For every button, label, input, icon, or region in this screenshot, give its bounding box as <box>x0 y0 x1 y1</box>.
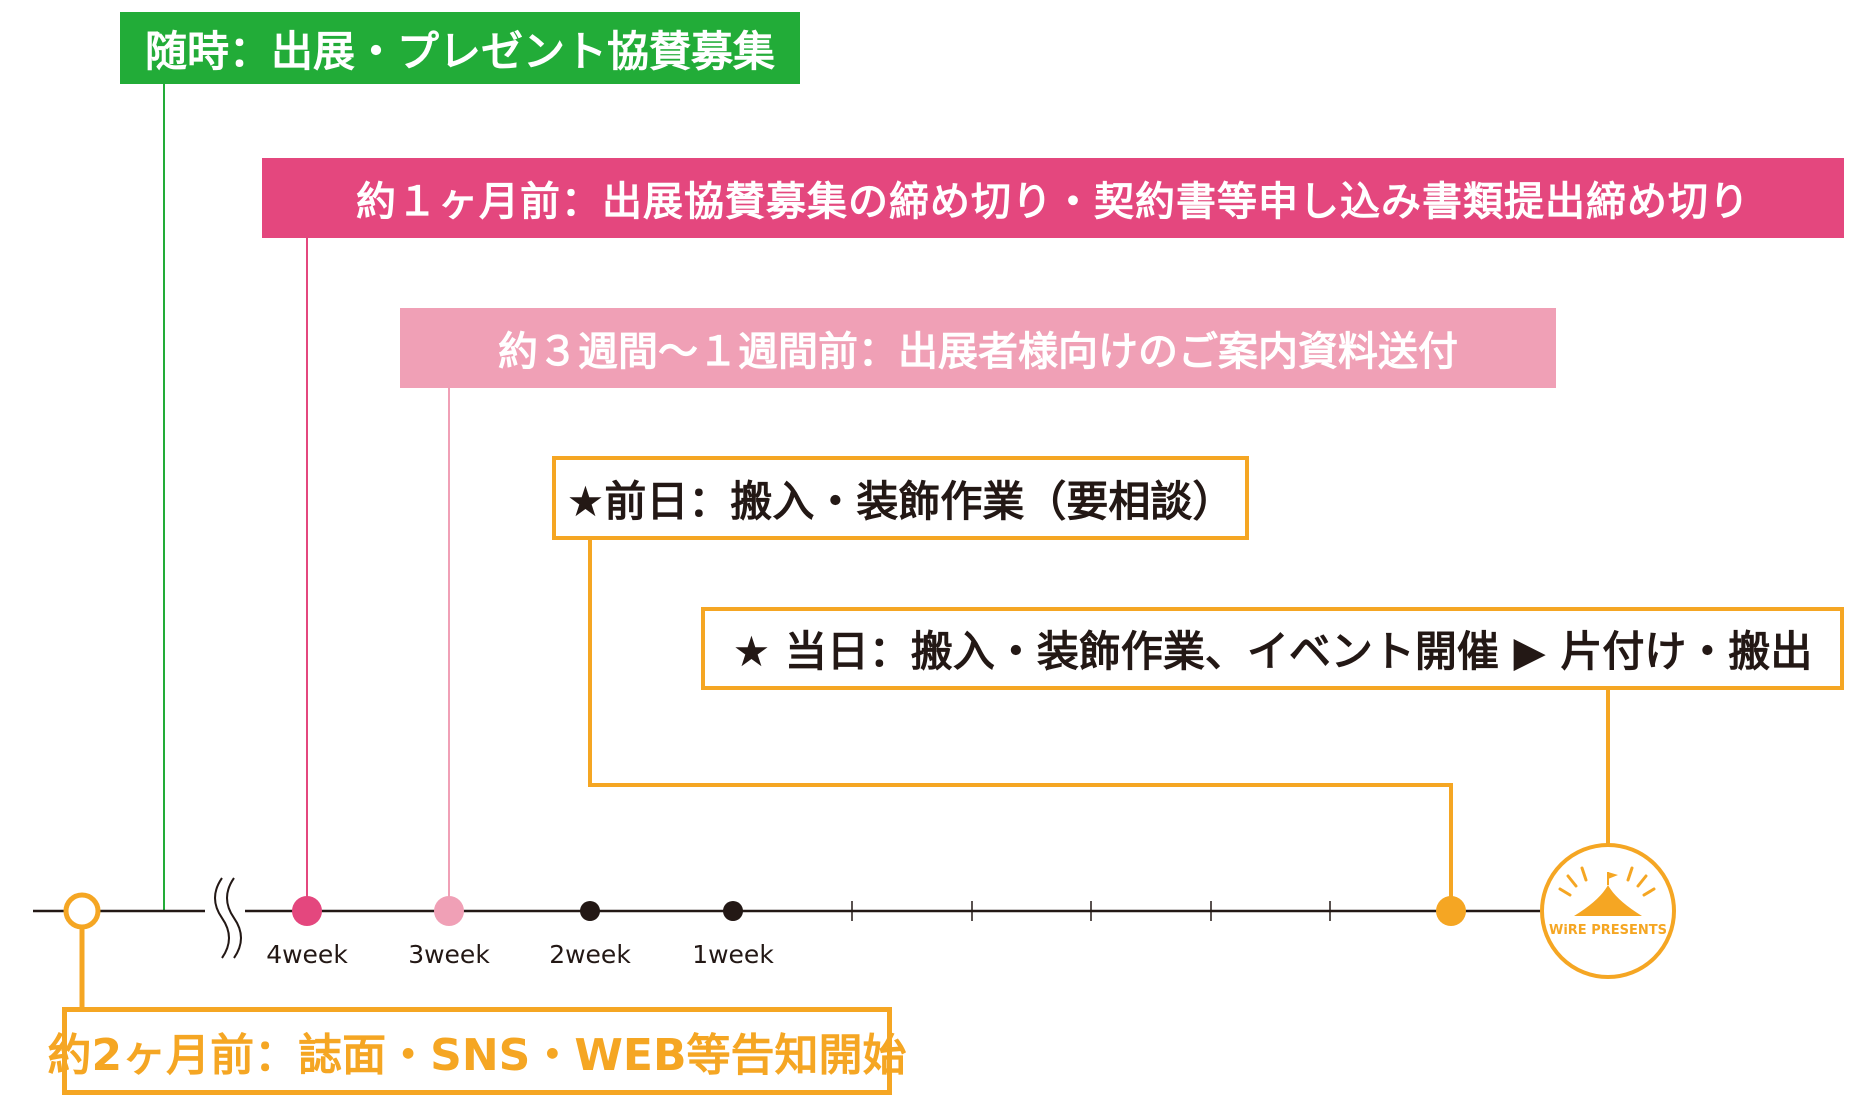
event-day-milestone: ★ 当日：搬入・装飾作業、イベント開催 ▶ 片付け・搬出 <box>701 607 1844 690</box>
day-ticks <box>851 901 1331 921</box>
week-label: 3week <box>408 940 490 969</box>
week-label: 1week <box>692 940 774 969</box>
three-week-milestone: 約３週間〜１週間前：出展者様向けのご案内資料送付 <box>400 308 1556 388</box>
break-wave-icon <box>214 877 242 959</box>
anytime-milestone: 随時：出展・プレゼント協賛募集 <box>120 12 800 84</box>
week4-dot <box>292 896 322 926</box>
logo-text: WiRE PRESENTS <box>1549 923 1667 938</box>
week2-dot <box>580 901 600 921</box>
week-label: 4week <box>266 940 348 969</box>
week1-dot <box>723 901 743 921</box>
week-label: 2week <box>549 940 631 969</box>
day-before-dot <box>1436 896 1466 926</box>
two-months-milestone: 約2ヶ月前：誌面・SNS・WEB等告知開始 <box>48 1007 906 1095</box>
wire-logo: WiRE PRESENTS <box>1540 843 1676 979</box>
start-marker <box>63 892 101 930</box>
one-month-milestone: 約１ヶ月前：出展協賛募集の締め切り・契約書等申し込み書類提出締め切り <box>262 158 1844 238</box>
day-before-milestone: ★前日：搬入・装飾作業（要相談） <box>552 456 1249 540</box>
day-before-connector <box>588 540 1453 911</box>
week3-dot <box>434 896 464 926</box>
